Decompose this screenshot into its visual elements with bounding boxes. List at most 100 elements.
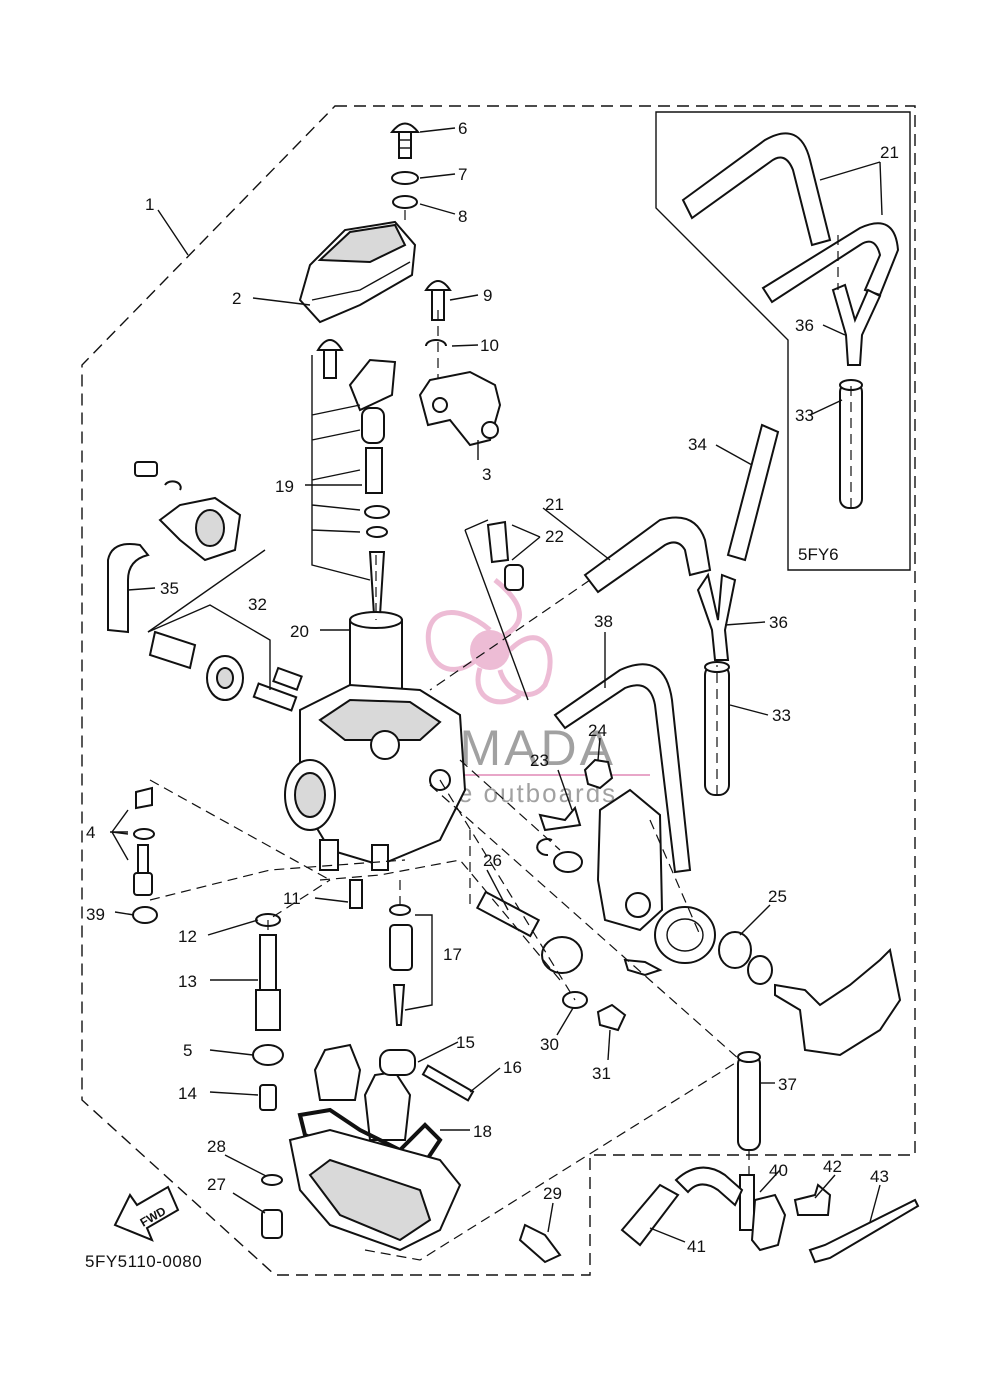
callout-18: 18 bbox=[473, 1122, 492, 1141]
part-19-throttle-valve-assembly bbox=[316, 339, 397, 616]
bracket-starter bbox=[147, 549, 266, 633]
part-29-fitting bbox=[518, 1223, 562, 1264]
callout-14: 14 bbox=[178, 1084, 197, 1103]
callout-24: 24 bbox=[588, 721, 607, 740]
callout-15: 15 bbox=[456, 1033, 475, 1052]
callout-33-inset: 33 bbox=[795, 406, 814, 425]
callout-36: 36 bbox=[769, 613, 788, 632]
part-16-pin bbox=[421, 1064, 475, 1102]
part-23-screw bbox=[538, 805, 582, 832]
assembly-dashed-lines bbox=[149, 210, 852, 1261]
callout-33: 33 bbox=[772, 706, 791, 725]
callout-23: 23 bbox=[530, 751, 549, 770]
diagram-code: 5FY5110-0080 bbox=[85, 1252, 202, 1271]
bracket-19 bbox=[311, 355, 371, 581]
callout-17: 17 bbox=[443, 945, 462, 964]
callout-7: 7 bbox=[458, 165, 467, 184]
callout-34: 34 bbox=[688, 435, 707, 454]
part-9-screw bbox=[424, 280, 452, 321]
callout-8: 8 bbox=[458, 207, 467, 226]
callout-2: 2 bbox=[232, 289, 241, 308]
callout-27: 27 bbox=[207, 1175, 226, 1194]
callout-10: 10 bbox=[480, 336, 499, 355]
part-41-elbow bbox=[674, 1166, 744, 1207]
part-38-hose bbox=[553, 663, 692, 874]
callout-21: 21 bbox=[545, 495, 564, 514]
inset-label: 5FY6 bbox=[798, 545, 839, 564]
callout-30: 30 bbox=[540, 1035, 559, 1054]
part-14-jet bbox=[259, 1084, 277, 1111]
fwd-arrow-icon bbox=[113, 1185, 180, 1242]
callout-25: 25 bbox=[768, 887, 787, 906]
callout-5: 5 bbox=[183, 1041, 192, 1060]
callout-32: 32 bbox=[248, 595, 267, 614]
part-36-y-fitting-center bbox=[696, 572, 737, 661]
part-22-spring-plunger bbox=[486, 520, 524, 591]
part-20-throttle-slide bbox=[349, 611, 403, 691]
callout-37: 37 bbox=[778, 1075, 797, 1094]
part-6-screw bbox=[389, 122, 421, 159]
callout-12: 12 bbox=[178, 927, 197, 946]
part-40-fitting bbox=[739, 1174, 787, 1252]
bracket-22 bbox=[464, 519, 529, 701]
callout-38: 38 bbox=[594, 612, 613, 631]
part-25-spring bbox=[654, 906, 773, 985]
leader-lines bbox=[110, 127, 883, 1243]
part-21-hose-center bbox=[583, 516, 712, 594]
inset-box-5fy6 bbox=[655, 111, 911, 571]
part-15-floats bbox=[313, 1043, 416, 1141]
inset-part-21-hose-a bbox=[681, 132, 832, 247]
part-34-hose bbox=[726, 423, 780, 562]
part-small-screw bbox=[623, 958, 663, 977]
part-2-top-cover bbox=[298, 220, 417, 324]
part-13-needle-jet bbox=[255, 934, 281, 1031]
callout-40: 40 bbox=[769, 1161, 788, 1180]
callout-19: 19 bbox=[275, 477, 294, 496]
part-washer-mid bbox=[553, 851, 583, 873]
callout-26: 26 bbox=[483, 851, 502, 870]
callout-35: 35 bbox=[160, 579, 179, 598]
part-28-washer-left bbox=[261, 1174, 283, 1186]
float-bowl bbox=[288, 1128, 462, 1252]
part-27-drain-plug bbox=[261, 1209, 283, 1239]
callout-41: 41 bbox=[687, 1237, 706, 1256]
throttle-lever bbox=[774, 947, 902, 1057]
callout-11: 11 bbox=[283, 889, 301, 908]
assembly-boundary bbox=[81, 105, 916, 1276]
callout-29: 29 bbox=[543, 1184, 562, 1203]
part-42-bolt bbox=[793, 1183, 832, 1216]
callout-9: 9 bbox=[483, 286, 492, 305]
callout-31: 31 bbox=[592, 1064, 611, 1083]
bracket-4 bbox=[111, 809, 129, 861]
callout-42: 42 bbox=[823, 1157, 842, 1176]
callout-1: 1 bbox=[145, 195, 154, 214]
bracket-32 bbox=[147, 604, 271, 690]
callout-6: 6 bbox=[458, 119, 467, 138]
part-26-throttle-stop-screw bbox=[475, 890, 583, 974]
part-5-ring bbox=[252, 1044, 284, 1066]
callout-16: 16 bbox=[503, 1058, 522, 1077]
callout-21-inset: 21 bbox=[880, 143, 899, 162]
part-3-throttle-linkage bbox=[418, 370, 502, 447]
callout-4: 4 bbox=[86, 823, 95, 842]
part-10-clip bbox=[425, 339, 447, 347]
part-32-air-screw-set bbox=[148, 630, 303, 712]
callout-13: 13 bbox=[178, 972, 197, 991]
part-11-jet bbox=[349, 879, 363, 909]
plate-hole bbox=[625, 892, 651, 918]
part-39-cap bbox=[132, 906, 158, 924]
part-7-washer bbox=[391, 171, 419, 185]
part-31-screw bbox=[596, 1003, 627, 1032]
part-41-hose bbox=[620, 1183, 680, 1247]
callout-43: 43 bbox=[870, 1167, 889, 1186]
part-37-tube bbox=[737, 1051, 761, 1151]
callout-36-inset: 36 bbox=[795, 316, 814, 335]
callout-3: 3 bbox=[482, 465, 491, 484]
watermark-logo bbox=[425, 578, 553, 705]
part-43-cable-tie bbox=[808, 1198, 920, 1264]
part-35-hose bbox=[107, 543, 150, 634]
callout-labels: 1 2 3 4 5 6 7 8 9 10 11 12 13 14 15 16 1… bbox=[86, 119, 899, 1256]
callout-39: 39 bbox=[86, 905, 105, 924]
inset-part-21-hose-b bbox=[761, 222, 900, 304]
